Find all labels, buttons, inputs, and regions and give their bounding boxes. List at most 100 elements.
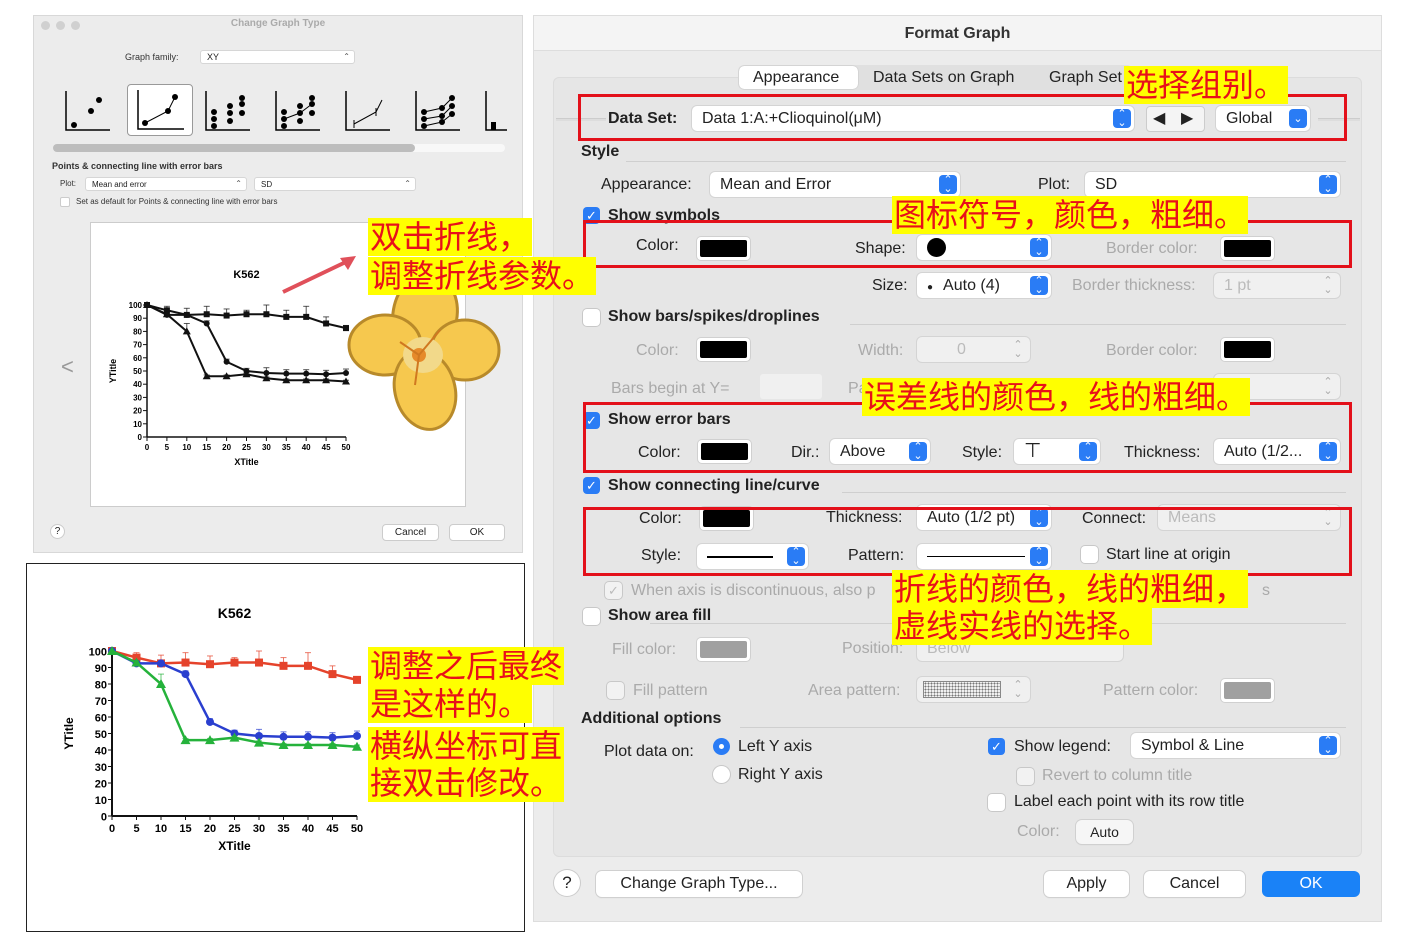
y-tick-label: 60 — [95, 713, 107, 725]
dir-select[interactable]: Above⌃⌄ — [830, 439, 930, 464]
window-close-button[interactable] — [41, 21, 50, 30]
bars-color-swatch[interactable] — [697, 338, 750, 361]
right-y-axis-radio[interactable] — [713, 766, 730, 783]
scope-select[interactable]: Global⌄ — [1216, 106, 1310, 131]
tab-graph-settings[interactable]: Graph Set — [1049, 69, 1122, 86]
data-point-square — [206, 660, 214, 669]
error-thickness-select[interactable]: Auto (1/2...⌃⌄ — [1214, 439, 1340, 464]
bars-border-color-swatch[interactable] — [1221, 338, 1274, 361]
appearance-select[interactable]: Mean and Error⌃⌄ — [710, 172, 960, 197]
line-color-swatch[interactable] — [700, 507, 753, 530]
show-legend-checkbox[interactable]: ✓ — [988, 738, 1005, 755]
plot-select[interactable]: Mean and error — [85, 177, 247, 191]
chart-title: K562 — [218, 605, 252, 621]
cancel-button[interactable]: Cancel — [1144, 871, 1245, 897]
show-symbols-checkbox[interactable]: ✓ — [583, 207, 600, 224]
label-each-point-checkbox[interactable] — [988, 794, 1005, 811]
graph-type-column-scatter-icon[interactable] — [202, 86, 258, 136]
graph-type-line-only-icon[interactable] — [342, 86, 398, 136]
data-point-square — [255, 658, 263, 667]
graph-type-each-replicate-icon[interactable] — [272, 86, 328, 136]
label-color-auto-button[interactable]: Auto — [1076, 820, 1133, 844]
graph-type-bar-icon[interactable] — [482, 86, 522, 136]
data-point-triangle — [327, 740, 338, 750]
error-style-select[interactable]: ⊤⌃⌄ — [1014, 439, 1100, 464]
graph-type-points-line-errorbars-icon[interactable] — [127, 84, 193, 136]
graph-family-label: Graph family: — [125, 52, 179, 62]
help-button[interactable]: ? — [50, 524, 65, 539]
data-point-triangle — [282, 376, 291, 384]
show-error-bars-checkbox[interactable]: ✓ — [583, 412, 600, 429]
graph-type-scatter-icon[interactable] — [62, 86, 118, 136]
legend-select[interactable]: Symbol & Line⌃⌄ — [1131, 733, 1340, 758]
graph-types-scrollbar[interactable] — [53, 144, 505, 152]
graph-type-multiple-lines-icon[interactable] — [412, 86, 468, 136]
width-select[interactable]: 0⌃⌄ — [917, 337, 1030, 362]
previous-chevron-icon[interactable]: < — [61, 354, 74, 379]
ok-button[interactable]: OK — [449, 524, 505, 541]
fill-pattern-checkbox[interactable] — [607, 682, 624, 699]
data-point-circle — [255, 731, 263, 740]
data-point-circle — [157, 659, 165, 668]
fill-color-swatch[interactable] — [697, 638, 750, 661]
apply-button[interactable]: Apply — [1044, 871, 1129, 897]
scrollbar-thumb[interactable] — [53, 144, 415, 152]
dir-value: Above — [840, 443, 886, 460]
window-minimize-button[interactable] — [56, 21, 65, 30]
show-symbols-label: Show symbols — [608, 207, 721, 224]
pattern-color-swatch[interactable] — [1221, 679, 1274, 702]
border-thickness-select[interactable]: 1 pt⌃⌄ — [1214, 273, 1340, 298]
shape-select[interactable]: ⌃⌄ — [917, 235, 1051, 260]
left-y-axis-radio[interactable] — [713, 738, 730, 755]
error-type-select[interactable]: SD — [254, 177, 416, 191]
ok-button[interactable]: OK — [1262, 871, 1360, 897]
stepper-icon: ⌃⌄ — [939, 175, 957, 195]
show-bars-checkbox[interactable] — [583, 309, 600, 326]
tab-appearance[interactable]: Appearance — [753, 69, 840, 86]
show-error-bars-label: Show error bars — [608, 411, 731, 428]
error-color-swatch[interactable] — [698, 440, 751, 463]
dialog-title: Format Graph — [904, 25, 1011, 42]
set-default-checkbox[interactable] — [60, 197, 70, 207]
data-point-circle — [343, 369, 349, 376]
annotation-double-click-1: 双击折线， — [368, 218, 533, 256]
error-style-label: Style: — [962, 444, 1003, 461]
annotation-select-group: 选择组别。 — [1124, 66, 1289, 104]
y-tick-label: 50 — [95, 729, 107, 741]
change-graph-type-button[interactable]: Change Graph Type... — [596, 871, 802, 897]
bars-begin-input[interactable] — [760, 374, 822, 399]
symbol-color-swatch[interactable] — [697, 237, 750, 260]
y-tick-label: 90 — [133, 314, 142, 323]
window-zoom-button[interactable] — [71, 21, 80, 30]
cancel-button[interactable]: Cancel — [382, 524, 439, 541]
tab-data-sets-on-graph[interactable]: Data Sets on Graph — [873, 69, 1015, 86]
discontinuous-checkbox[interactable]: ✓ — [605, 582, 622, 599]
show-connecting-line-checkbox[interactable]: ✓ — [583, 477, 600, 494]
graph-family-select[interactable]: XY — [200, 50, 355, 64]
x-tick-label: 40 — [302, 823, 314, 835]
border-color-swatch[interactable] — [1221, 237, 1274, 260]
line-style-select[interactable]: ⌃⌄ — [697, 544, 808, 569]
start-line-origin-checkbox[interactable] — [1081, 546, 1098, 563]
help-button[interactable]: ? — [554, 870, 580, 896]
revert-column-title-checkbox[interactable] — [1017, 768, 1034, 785]
discontinuous-label: When axis is discontinuous, also p — [631, 582, 876, 599]
pattern-label: Pattern: — [848, 547, 905, 564]
plot-select[interactable]: SD⌃⌄ — [1085, 172, 1340, 197]
previous-data-set-arrow-icon[interactable]: ◀ — [1153, 110, 1166, 127]
plot-data-on-label: Plot data on: — [604, 743, 694, 760]
area-pattern-select[interactable]: ⌃⌄ — [917, 677, 1030, 702]
data-point-triangle — [156, 679, 166, 688]
next-data-set-arrow-icon[interactable]: ▶ — [1181, 110, 1194, 127]
stepper-icon: ⌃⌄ — [1079, 442, 1097, 462]
y-tick-label: 50 — [133, 367, 142, 376]
data-point-circle — [279, 732, 288, 741]
data-point-square — [243, 311, 250, 318]
x-tick-label: 50 — [351, 823, 363, 835]
size-select[interactable]: ●Auto (4)⌃⌄ — [917, 273, 1051, 298]
show-area-fill-checkbox[interactable] — [583, 608, 600, 625]
data-set-select[interactable]: Data 1:A:+Clioquinol(μM)⌃⌄ — [692, 106, 1134, 131]
pattern-select[interactable]: ⌃⌄ — [917, 544, 1051, 569]
